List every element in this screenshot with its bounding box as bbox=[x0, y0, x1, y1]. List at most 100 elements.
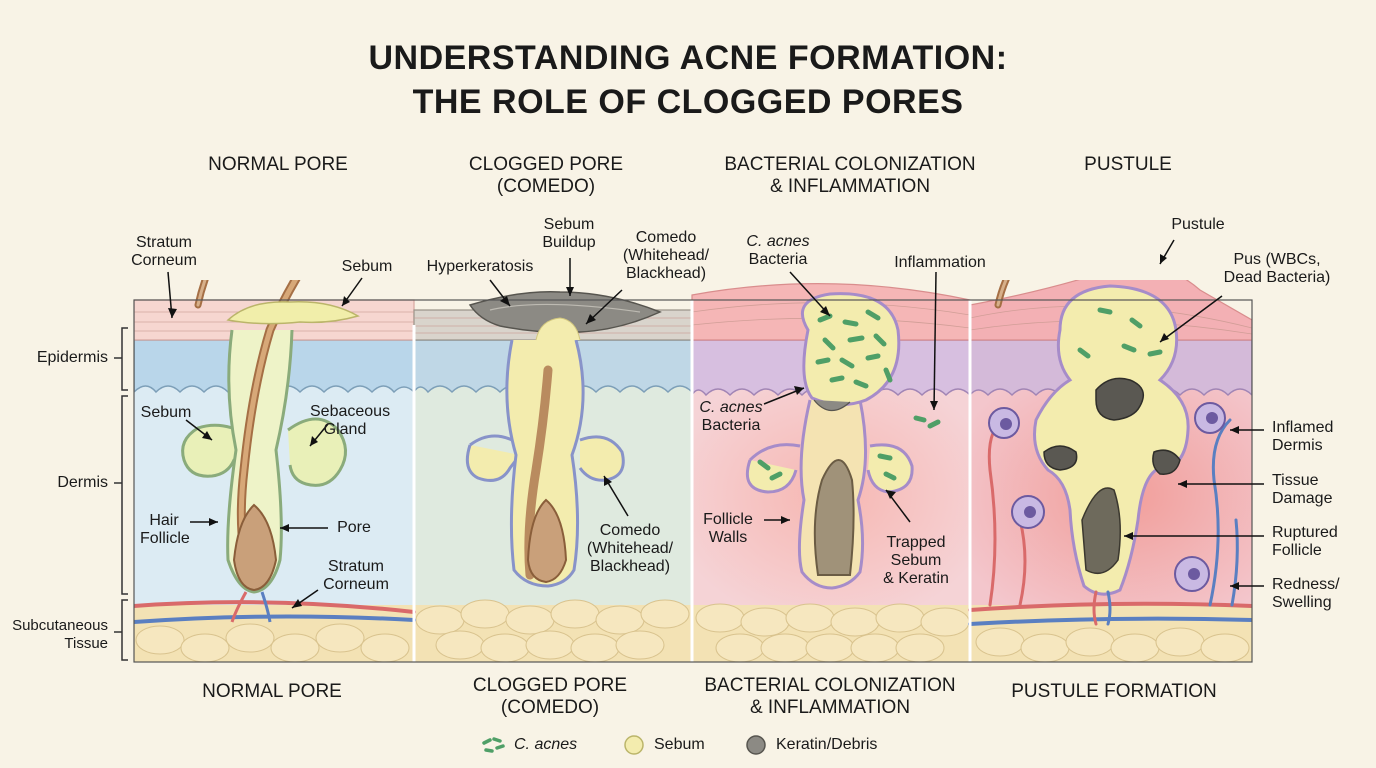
gland-clogged-left bbox=[465, 444, 522, 482]
label-line: Corneum bbox=[323, 576, 389, 593]
label-line: Gland bbox=[323, 421, 367, 438]
label-line: Stratum bbox=[135, 234, 192, 251]
label-tissue-damage: Tissue Damage bbox=[1272, 472, 1368, 508]
label-line: Swelling bbox=[1272, 594, 1332, 611]
label-line: Bacteria bbox=[701, 417, 761, 434]
gland-bacterial-right bbox=[866, 443, 914, 494]
label-line: Comedo bbox=[635, 229, 697, 246]
label-line: Dermis bbox=[1272, 437, 1323, 454]
page-title: UNDERSTANDING ACNE FORMATION: THE ROLE O… bbox=[0, 36, 1376, 124]
label-comedo-top: Comedo (Whitehead/ Blackhead) bbox=[614, 229, 718, 283]
label-cacnes-mid: C. acnes Bacteria bbox=[694, 399, 768, 435]
gland-clogged-right bbox=[578, 435, 625, 482]
label-line: Redness/ bbox=[1272, 576, 1340, 593]
footer-clogged-line2: (COMEDO) bbox=[500, 697, 600, 718]
footer-normal-line1: NORMAL PORE bbox=[202, 681, 342, 702]
footer-pustule-formation: PUSTULE FORMATION bbox=[974, 681, 1254, 703]
sebaceous-gland-left bbox=[181, 423, 249, 478]
label-line: Buildup bbox=[542, 234, 596, 251]
title-line-2: THE ROLE OF CLOGGED PORES bbox=[412, 83, 964, 121]
label-inflamed-dermis: Inflamed Dermis bbox=[1272, 419, 1368, 455]
label-epidermis: Epidermis bbox=[36, 349, 108, 366]
debris-1 bbox=[1095, 377, 1145, 421]
sebum-swatch-icon bbox=[624, 735, 644, 755]
footer-normal-pore: NORMAL PORE bbox=[132, 681, 412, 703]
keratin-plug bbox=[468, 291, 662, 334]
label-line: Ruptured bbox=[1272, 524, 1338, 541]
label-dermis: Dermis bbox=[57, 474, 108, 491]
label-pore: Pore bbox=[337, 519, 371, 536]
footer-bacterial-line2: & INFLAMMATION bbox=[749, 697, 911, 718]
label-comedo-bottom: Comedo (Whitehead/ Blackhead) bbox=[578, 522, 682, 576]
label-cacnes-top: C. acnes Bacteria bbox=[734, 233, 822, 269]
leader-arrowheads bbox=[168, 254, 1239, 608]
footer-bacterial: BACTERIAL COLONIZATION & INFLAMMATION bbox=[670, 675, 990, 719]
label-line: Corneum bbox=[131, 252, 197, 269]
legend-label-keratin: Keratin/Debris bbox=[776, 736, 878, 753]
label-redness-swelling: Redness/ Swelling bbox=[1272, 576, 1368, 612]
sebaceous-gland-right bbox=[287, 417, 347, 487]
footer-bacterial-line1: BACTERIAL COLONIZATION bbox=[704, 675, 956, 696]
label-line: Blackhead) bbox=[625, 265, 707, 282]
label-line: Sebum bbox=[890, 552, 942, 569]
sebum-surface bbox=[226, 301, 360, 325]
footer-clogged-pore: CLOGGED PORE (COMEDO) bbox=[410, 675, 690, 719]
header-clogged-pore: CLOGGED PORE (COMEDO) bbox=[406, 154, 686, 198]
label-sebum-left: Sebum bbox=[140, 404, 192, 421]
label-line: Stratum bbox=[327, 558, 384, 575]
header-normal-line1: NORMAL PORE bbox=[208, 154, 348, 175]
label-line: & Keratin bbox=[883, 570, 949, 587]
label-hair-follicle: Hair Follicle bbox=[140, 512, 190, 548]
legend-label-cacnes: C. acnes bbox=[514, 736, 578, 753]
header-clogged-line1: CLOGGED PORE bbox=[468, 154, 624, 175]
label-sebum-top: Sebum bbox=[341, 258, 393, 275]
label-line: Follicle bbox=[703, 511, 753, 528]
legend: C. acnes Sebum Keratin/Debris bbox=[480, 733, 910, 757]
legend-label-sebum: Sebum bbox=[654, 736, 705, 753]
bacteria-rods bbox=[757, 309, 941, 481]
title-line-1: UNDERSTANDING ACNE FORMATION: bbox=[368, 39, 1008, 77]
label-line: Follicle bbox=[140, 530, 190, 547]
label-ruptured-follicle: Ruptured Follicle bbox=[1272, 524, 1368, 560]
label-line: Pus (WBCs, bbox=[1233, 251, 1321, 268]
label-line: C. acnes bbox=[746, 233, 810, 250]
label-inflammation: Inflammation bbox=[894, 254, 986, 271]
label-line: Trapped bbox=[886, 534, 946, 551]
label-line: Hair bbox=[149, 512, 179, 529]
label-stratum-corneum-top: Stratum Corneum bbox=[126, 234, 202, 270]
header-bacterial-line2: & INFLAMMATION bbox=[769, 176, 931, 197]
bacteria-colony bbox=[800, 292, 901, 406]
bacteria-icon bbox=[482, 737, 505, 753]
label-sebaceous-gland: Sebaceous Gland bbox=[310, 403, 391, 439]
label-stratum-corneum-bottom: Stratum Corneum bbox=[318, 558, 394, 594]
label-line: (Whitehead/ bbox=[622, 247, 710, 264]
label-line: C. acnes bbox=[699, 399, 763, 416]
label-line: Bacteria bbox=[748, 251, 808, 268]
label-pus: Pus (WBCs, Dead Bacteria) bbox=[1212, 251, 1342, 287]
label-line: (Whitehead/ bbox=[586, 540, 674, 557]
label-hyperkeratosis: Hyperkeratosis bbox=[426, 258, 534, 275]
pustule-sac bbox=[1033, 284, 1190, 596]
label-line: Dead Bacteria) bbox=[1223, 269, 1331, 286]
layer-brackets bbox=[114, 327, 128, 661]
white-blood-cells bbox=[988, 402, 1226, 592]
header-normal-pore: NORMAL PORE bbox=[138, 154, 418, 176]
label-line: Follicle bbox=[1272, 542, 1322, 559]
hair-left bbox=[194, 280, 209, 309]
label-line: Inflamed bbox=[1272, 419, 1334, 436]
label-pustule: Pustule bbox=[1171, 216, 1225, 233]
label-line: Comedo bbox=[599, 522, 661, 539]
label-subcutaneous-line2: Tissue bbox=[64, 635, 108, 652]
hair-bulb bbox=[232, 503, 278, 592]
label-line: Sebaceous bbox=[310, 403, 391, 420]
label-subcutaneous: Subcutaneous Tissue bbox=[0, 617, 108, 653]
label-follicle-walls: Follicle Walls bbox=[694, 511, 762, 547]
label-line: Tissue bbox=[1272, 472, 1319, 489]
label-line: Damage bbox=[1272, 490, 1333, 507]
footer-pustule-line1: PUSTULE FORMATION bbox=[1011, 681, 1217, 702]
label-line: Blackhead) bbox=[589, 558, 671, 575]
footer-clogged-line1: CLOGGED PORE bbox=[472, 675, 628, 696]
label-sebum-buildup: Sebum Buildup bbox=[534, 216, 604, 252]
label-line: Sebum bbox=[543, 216, 595, 233]
